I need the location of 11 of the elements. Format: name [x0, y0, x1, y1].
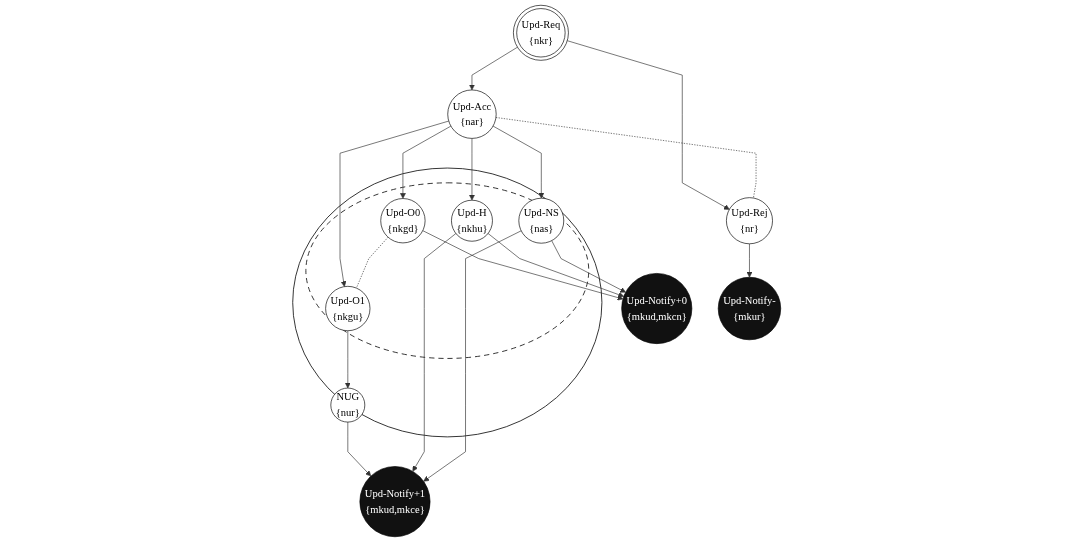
node-circle: Upd-O1 {nkgu}	[325, 286, 371, 332]
node-circle: Upd-Notify- {mkur}	[718, 276, 782, 341]
node-circle: Upd-NS {nas}	[518, 197, 565, 244]
node-circle: Upd-Notify+0 {mkud,mkcn}	[621, 273, 693, 344]
node-circle: Upd-Acc {nar}	[447, 89, 497, 139]
node-circle: NUG {nur}	[330, 387, 366, 423]
node-circle: Upd-Rej {nr}	[726, 197, 774, 245]
node-circle: Upd-Notify+1 {mkud,mkce}	[359, 466, 431, 538]
node-circle: Upd-H {nkhu}	[451, 199, 494, 242]
node-circle: Upd-O0 {nkgd}	[380, 198, 426, 244]
connector	[356, 236, 389, 289]
